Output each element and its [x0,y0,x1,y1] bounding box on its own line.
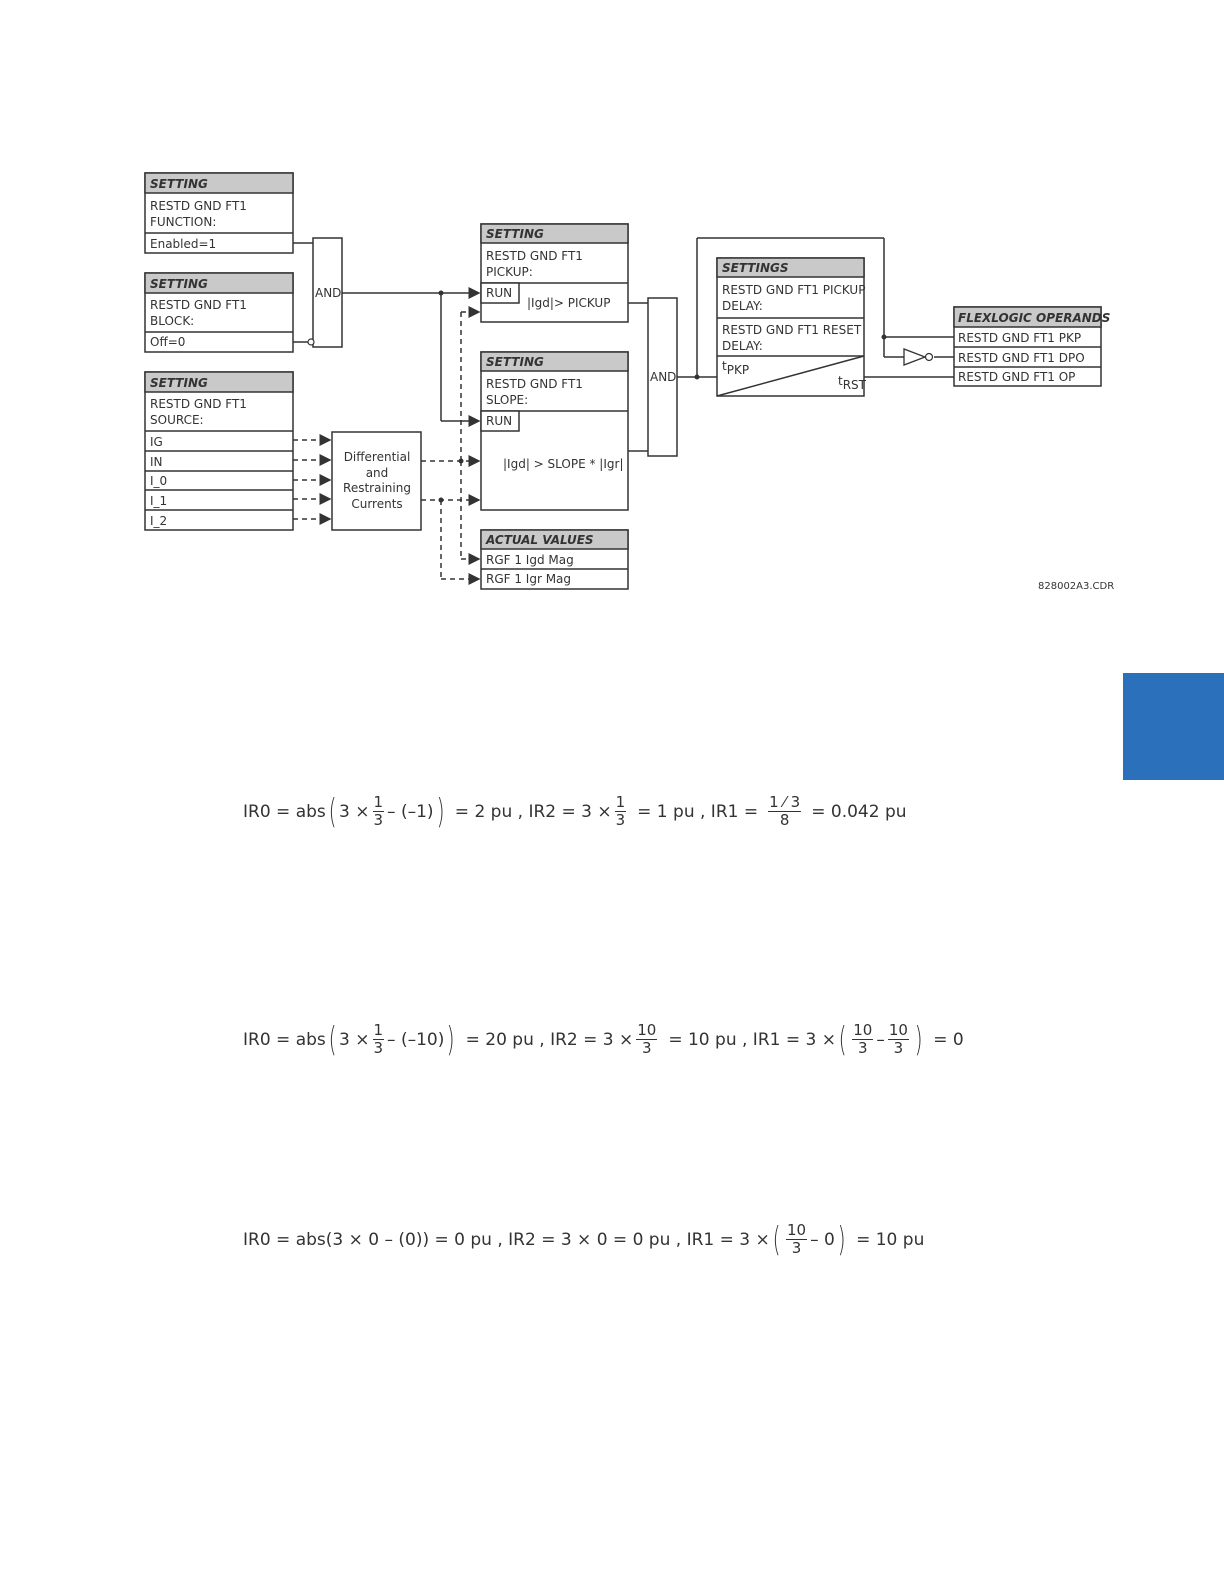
diff-line2: and [366,466,389,480]
diff-output-wires [421,306,481,585]
setting-block-line1: RESTD GND FT1 [150,298,247,312]
setting-source-line1: RESTD GND FT1 [150,397,247,411]
settings-timer-block: SETTINGS RESTD GND FT1 PICKUP DELAY: RES… [716,257,867,397]
setting-slope-block: SETTING RESTD GND FT1 SLOPE: RUN |Igd| >… [480,351,629,511]
diff-line4: Currents [351,497,402,511]
junction-dot-icon [438,497,444,503]
settings-timer-header: SETTINGS [722,261,789,275]
setting-pickup-header: SETTING [486,227,544,241]
setting-slope-line2: SLOPE: [486,393,528,407]
trst-label: tRST [838,374,867,392]
inverter-bubble-icon [307,338,315,346]
inverter-gate-icon [903,348,934,366]
setting-pickup-line1: RESTD GND FT1 [486,249,583,263]
setting-pickup-block: SETTING RESTD GND FT1 PICKUP: RUN |Igd|>… [480,223,629,323]
source-item-i0: I_0 [150,474,167,488]
setting-source-line2: SOURCE: [150,413,204,427]
setting-slope-header: SETTING [486,355,544,369]
setting-pickup-run: RUN [486,286,512,300]
diff-line3: Restraining [343,481,411,495]
junction-dot-icon [458,458,464,464]
tpkp-label: tPKP [722,359,749,377]
equation-3: IR0 = abs(3 × 0 – (0)) = 0 pu , IR2 = 3 … [243,1219,925,1260]
junction-dot-icon [881,334,887,340]
setting-function-header: SETTING [150,177,208,191]
actual-value-igd: RGF 1 Igd Mag [486,553,574,567]
chapter-side-tab [1123,673,1224,780]
actual-values-header: ACTUAL VALUES [485,533,594,547]
source-item-in: IN [150,455,163,469]
and-gate-1: AND [312,237,343,348]
logic-diagram: SETTING RESTD GND FT1 FUNCTION: Enabled=… [144,172,1114,592]
differential-restraining-block: Differential and Restraining Currents [331,431,422,531]
settings-reset-line1: RESTD GND FT1 RESET [722,323,862,337]
and-gate-1-label: AND [315,286,341,300]
setting-block-block: SETTING RESTD GND FT1 BLOCK: Off=0 [144,272,294,353]
settings-pickup-line1: RESTD GND FT1 PICKUP [722,283,865,297]
actual-value-igr: RGF 1 Igr Mag [486,572,571,586]
setting-block-value: Off=0 [150,335,185,349]
setting-slope-run: RUN [486,414,512,428]
junction-dot-icon [694,374,700,380]
setting-block-header: SETTING [150,277,208,291]
and1-output-wires [342,287,481,427]
setting-slope-condition: |Igd| > SLOPE * |Igr| [503,457,624,471]
figure-id: 828002A3.CDR [1038,581,1114,592]
settings-pickup-line2: DELAY: [722,299,763,313]
flexlogic-header: FLEXLOGIC OPERANDS [958,311,1110,325]
setting-source-block: SETTING RESTD GND FT1 SOURCE: IG IN I_0 … [144,371,294,531]
source-item-i2: I_2 [150,514,167,528]
setting-source-header: SETTING [150,376,208,390]
setting-pickup-line2: PICKUP: [486,265,533,279]
source-item-ig: IG [150,435,163,449]
setting-block-line2: BLOCK: [150,314,194,328]
actual-values-block: ACTUAL VALUES RGF 1 Igd Mag RGF 1 Igr Ma… [480,529,629,590]
setting-pickup-condition: |Igd|> PICKUP [527,296,610,310]
setting-slope-line1: RESTD GND FT1 [486,377,583,391]
setting-function-block: SETTING RESTD GND FT1 FUNCTION: Enabled=… [144,172,294,254]
flexlogic-pkp: RESTD GND FT1 PKP [958,331,1081,345]
setting-function-line1: RESTD GND FT1 [150,199,247,213]
source-item-i1: I_1 [150,494,167,508]
settings-reset-line2: DELAY: [722,339,763,353]
diff-line1: Differential [344,450,411,464]
and-gate-2-label: AND [650,370,676,384]
and-gate-2: AND [647,297,678,457]
flexlogic-dpo: RESTD GND FT1 DPO [958,351,1085,365]
setting-function-value: Enabled=1 [150,237,216,251]
source-arrows [293,434,332,525]
junction-dot-icon [438,290,444,296]
flexlogic-op: RESTD GND FT1 OP [958,370,1075,384]
setting-function-line2: FUNCTION: [150,215,216,229]
flexlogic-operands-block: FLEXLOGIC OPERANDS RESTD GND FT1 PKP RES… [953,306,1110,387]
